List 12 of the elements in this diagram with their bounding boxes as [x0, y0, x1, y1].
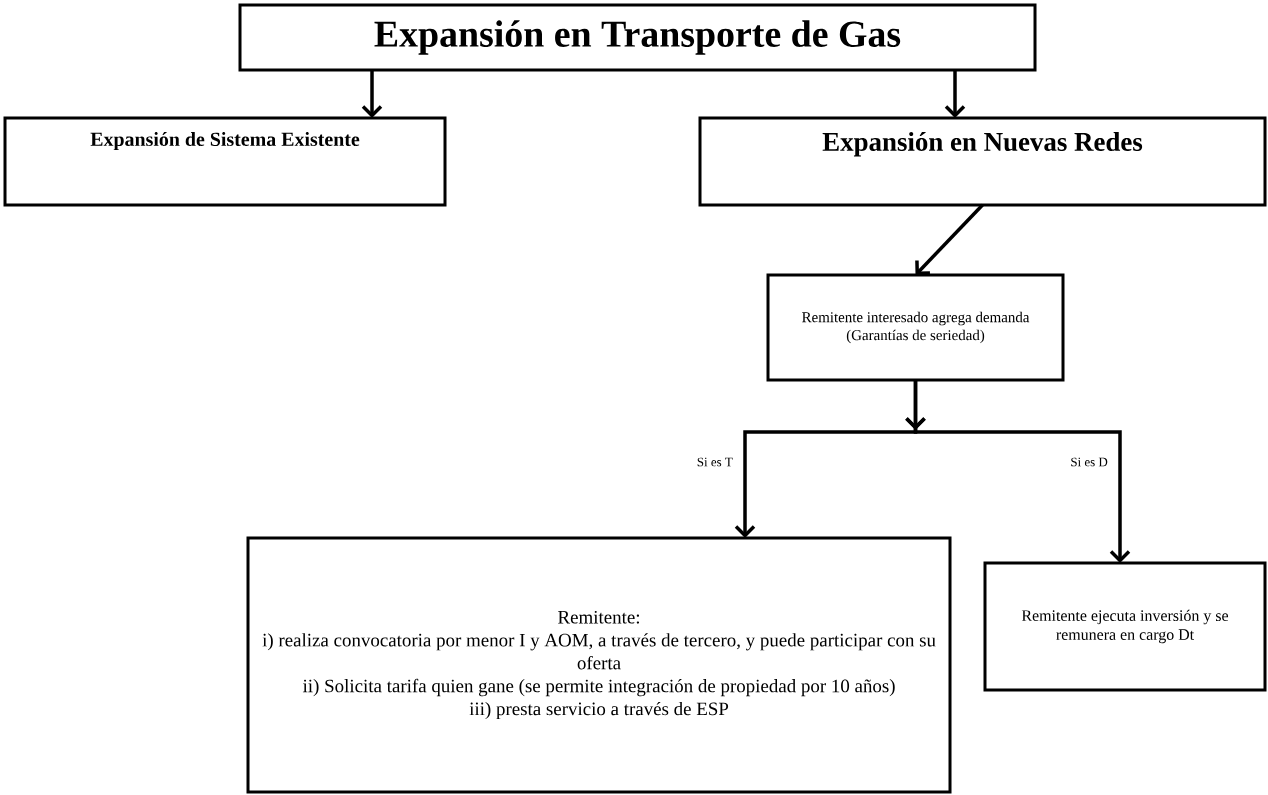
title-box: Expansión en Transporte de Gas: [238, 3, 1037, 72]
process-box: Remitente interesado agrega demanda (Garantías de seriedad): [766, 273, 1065, 382]
process-box: Expansión de Sistema Existente: [3, 116, 447, 207]
arrow: [361, 70, 383, 118]
process-box: Remitente: i) realiza convocatoria por menor I y AOM, a través de tercero, y puede participar con su oferta ii) Solicita tarifa quien gane (se permite integración de propiedad por 10 años) iii) presta servicio a través de ESP: [246, 536, 952, 794]
process-box: Remitente ejecuta inversión y se remunera en cargo Dt: [983, 561, 1267, 692]
arrow: [915, 203, 984, 275]
edge-label: Si es D: [1068, 455, 1110, 469]
arrow: [944, 70, 966, 118]
edge-label: Si es T: [694, 455, 735, 469]
arrow: [905, 380, 1131, 563]
process-box: Expansión en Nuevas Redes: [698, 116, 1267, 207]
